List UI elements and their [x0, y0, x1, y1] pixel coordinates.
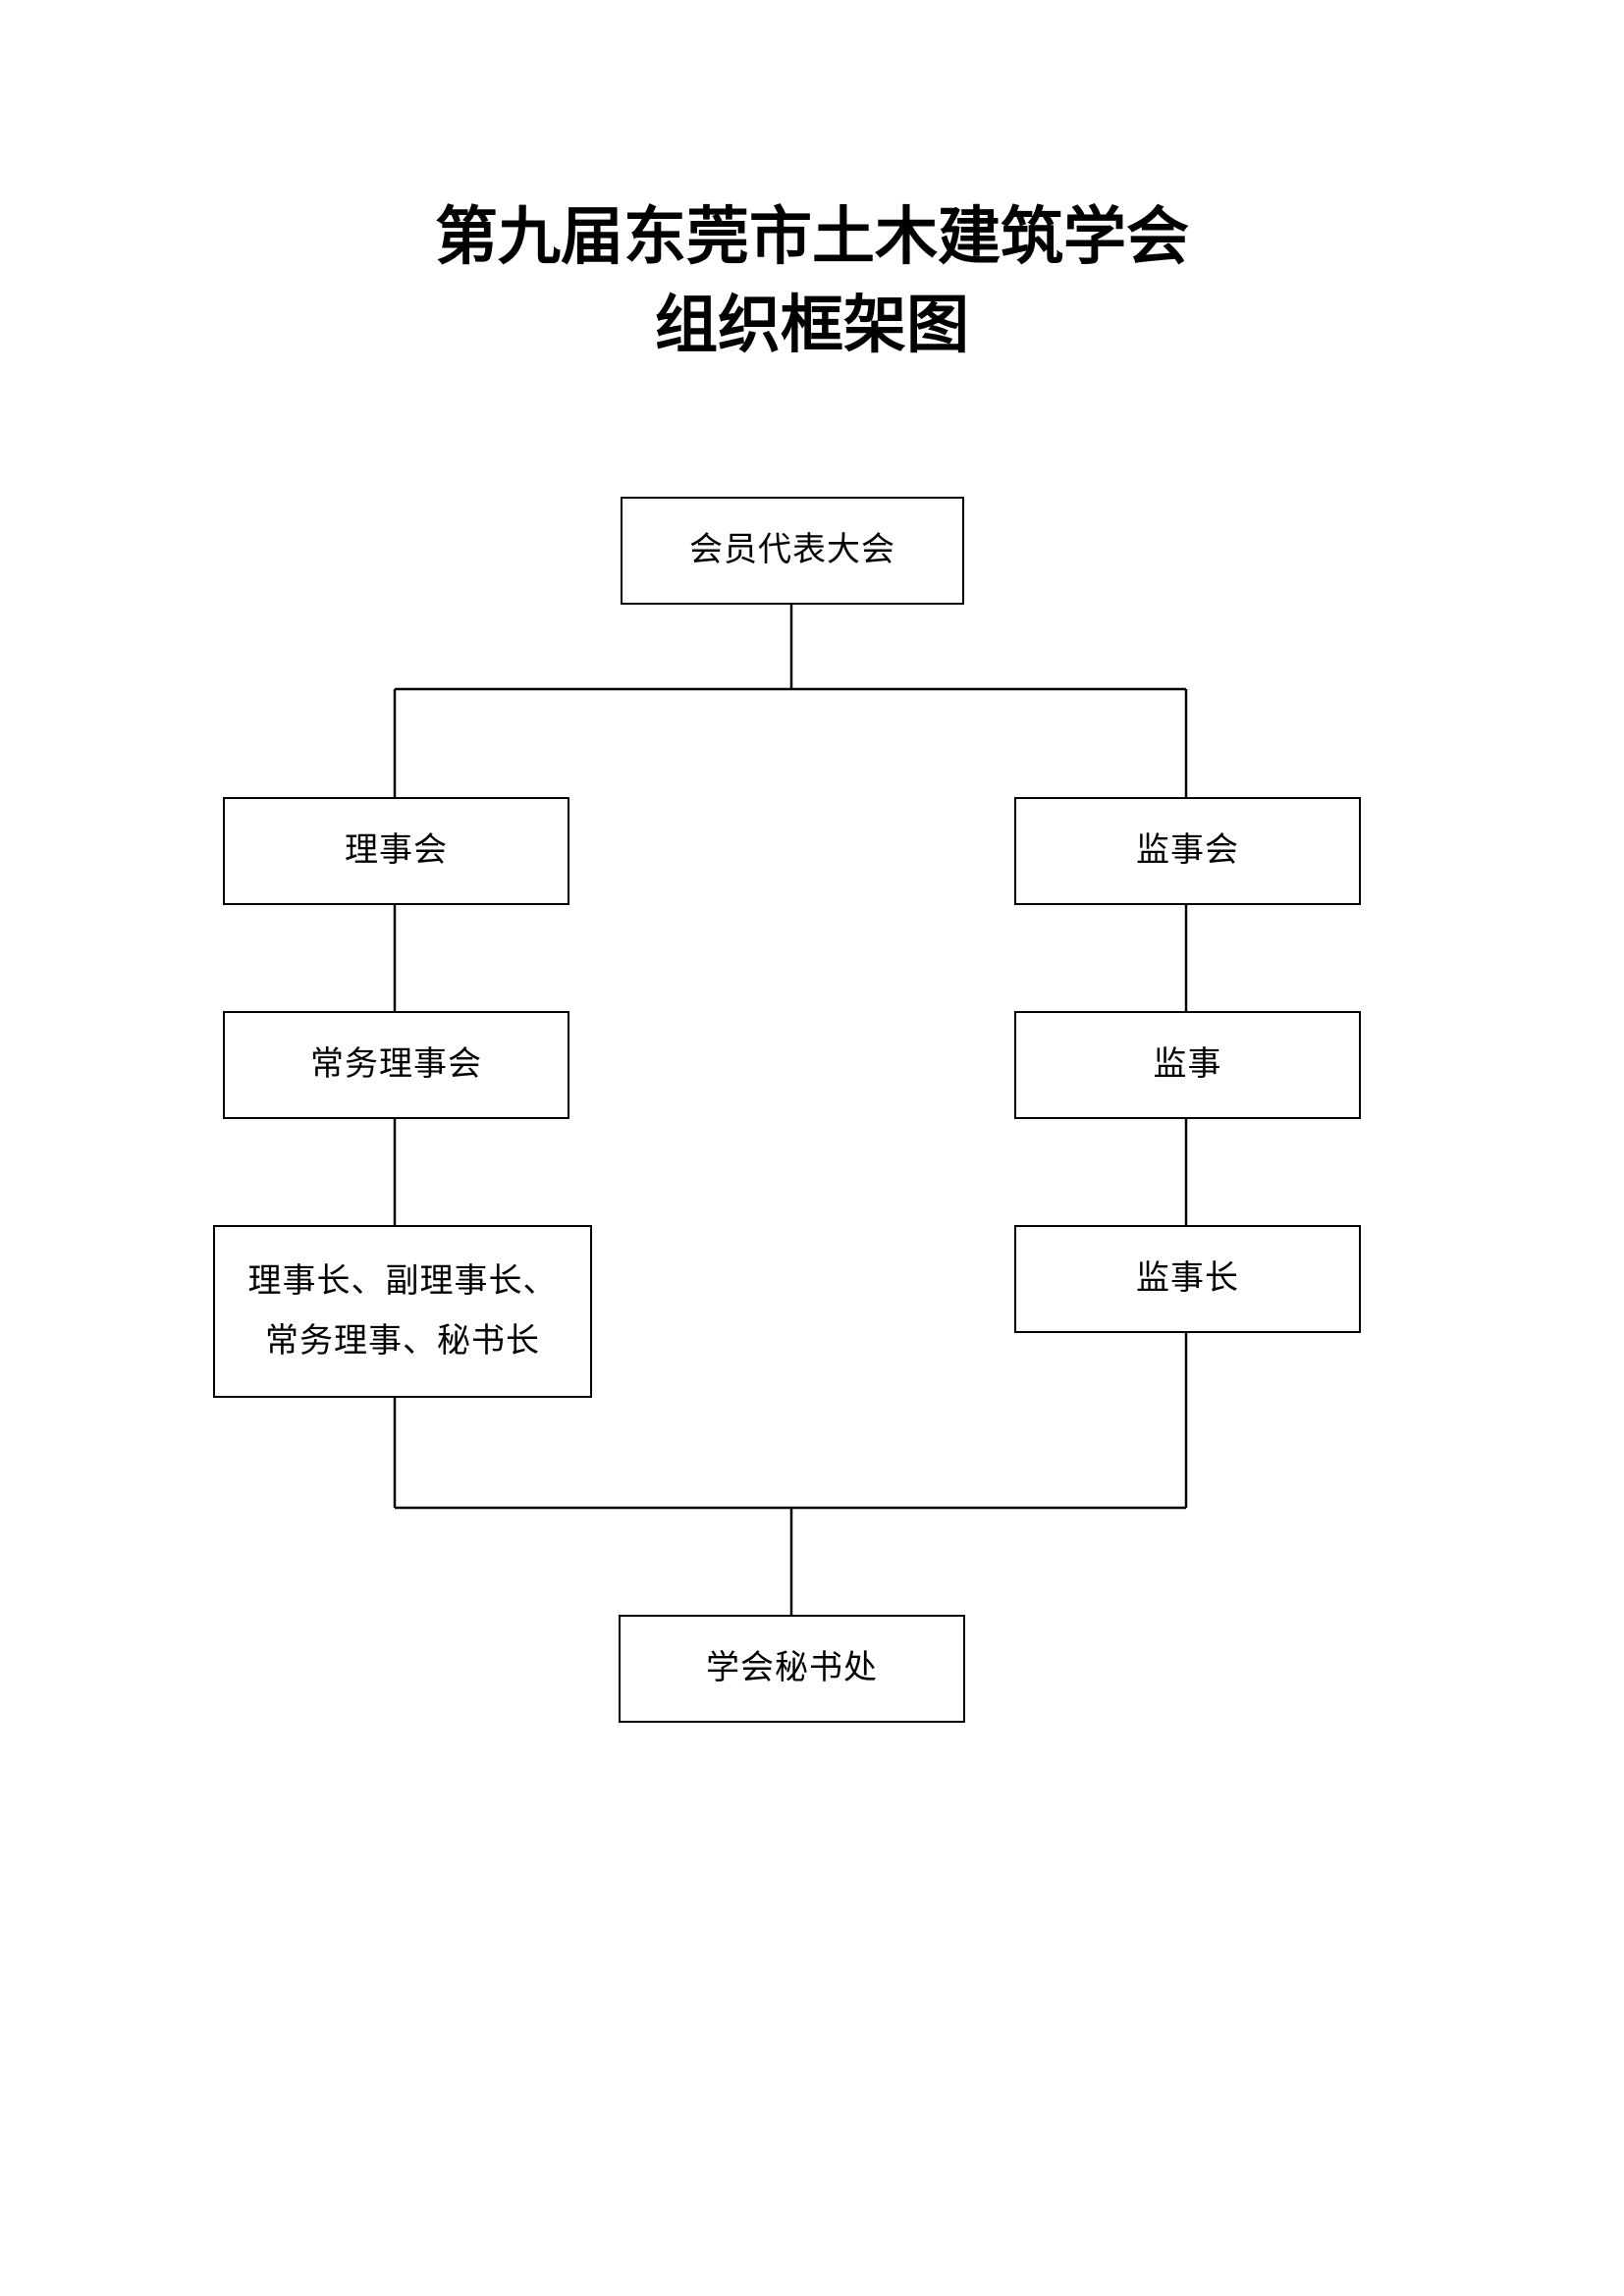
node-chief-supervisor: 监事长: [1014, 1225, 1361, 1333]
node-secretariat-label: 学会秘书处: [706, 1648, 878, 1688]
node-supervisors: 监事: [1014, 1011, 1361, 1119]
node-assembly-label: 会员代表大会: [689, 530, 895, 570]
node-council-label: 理事会: [345, 830, 448, 871]
node-council-officers: 理事长、副理事长、 常务理事、秘书长: [213, 1225, 592, 1398]
node-standing-council: 常务理事会: [223, 1011, 569, 1119]
node-secretariat: 学会秘书处: [619, 1615, 965, 1723]
page-title: 第九届东莞市土木建筑学会: [435, 201, 1189, 274]
node-supervisory-board-label: 监事会: [1136, 830, 1239, 871]
page-subtitle: 组织框架图: [655, 290, 969, 362]
node-standing-council-label: 常务理事会: [310, 1044, 482, 1085]
node-council-officers-label: 理事长、副理事长、 常务理事、秘书长: [247, 1260, 558, 1361]
node-chief-supervisor-label: 监事长: [1136, 1258, 1239, 1299]
node-supervisors-label: 监事: [1153, 1044, 1222, 1085]
node-supervisory-board: 监事会: [1014, 797, 1361, 905]
node-council: 理事会: [223, 797, 569, 905]
node-assembly: 会员代表大会: [621, 497, 964, 605]
